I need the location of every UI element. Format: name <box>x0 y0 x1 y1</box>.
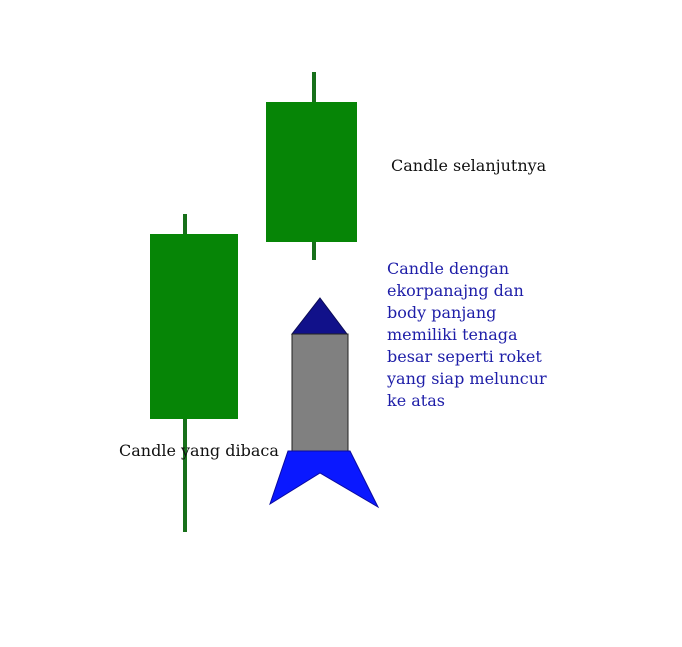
rocket-fins <box>269 450 380 509</box>
description-line: besar seperti roket <box>387 347 542 366</box>
rocket-body <box>291 333 349 452</box>
candle-read <box>150 214 238 532</box>
description-line: ke atas <box>387 391 445 410</box>
description-line: Candle dengan <box>387 259 510 278</box>
description-line: body panjang <box>387 303 497 322</box>
next-candle-label: Candle selanjutnya <box>391 156 547 175</box>
rocket-description: Candle dengan ekorpanajng dan body panja… <box>387 258 547 412</box>
read-candle-label: Candle yang dibaca <box>119 441 279 460</box>
description-line: yang siap meluncur <box>387 369 547 388</box>
candle-next <box>266 72 357 260</box>
rocket-icon <box>269 297 380 509</box>
candle-read-body <box>150 234 238 419</box>
candle-next-body <box>266 102 357 242</box>
rocket-nose <box>290 297 348 335</box>
description-line: memiliki tenaga <box>387 325 518 344</box>
description-line: ekorpanajng dan <box>387 281 524 300</box>
